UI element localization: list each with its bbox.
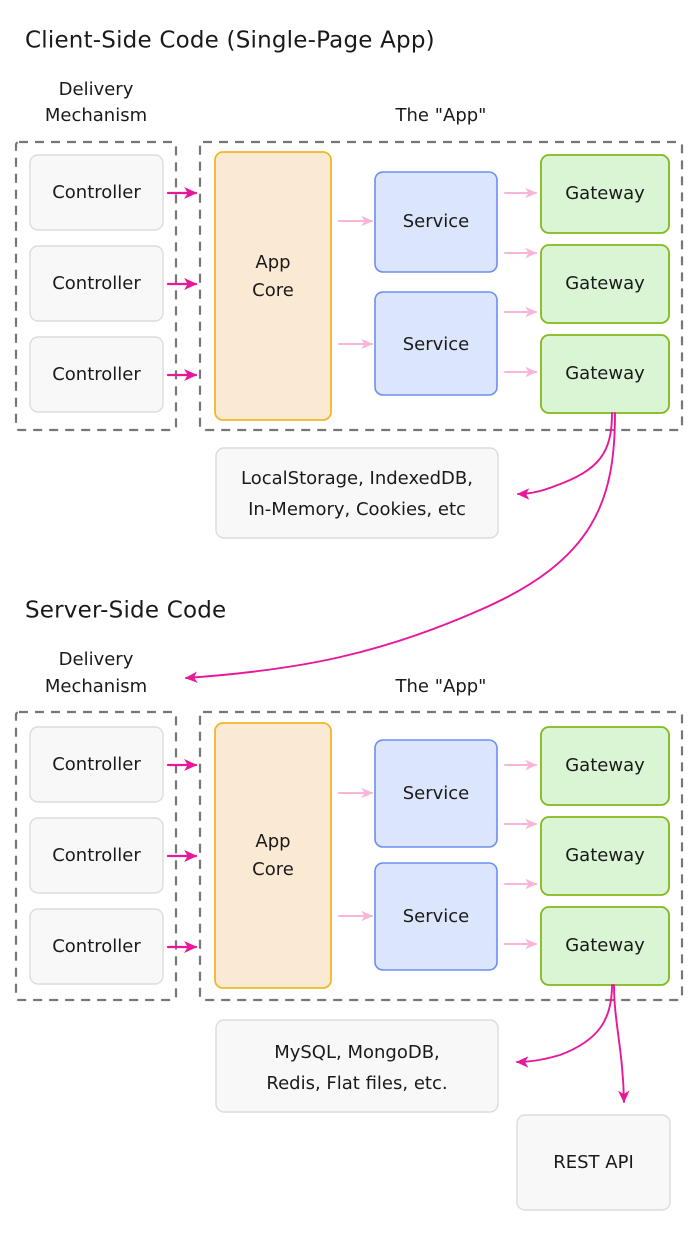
gateway-box[interactable] — [540, 726, 670, 806]
service-label: Service — [403, 334, 470, 355]
gateway-box[interactable] — [540, 154, 670, 234]
controller-label: Controller — [52, 273, 141, 294]
delivery-container-server — [14, 710, 178, 1002]
service-box[interactable] — [374, 291, 498, 396]
arrow-client-to-server-delivery — [184, 412, 616, 683]
delivery-label-server-line1: Delivery — [59, 649, 134, 670]
delivery-container-client — [14, 140, 178, 432]
service-box[interactable] — [374, 862, 498, 971]
gateway-label: Gateway — [565, 183, 645, 204]
controller-box[interactable] — [29, 336, 164, 413]
app-core-box[interactable] — [214, 722, 332, 989]
section-title-client: Client-Side Code (Single-Page App) — [25, 28, 435, 54]
client-storage-label-line1: LocalStorage, IndexedDB, — [241, 468, 473, 489]
controller-label: Controller — [52, 754, 141, 775]
server-storage-label-line2: Redis, Flat files, etc. — [266, 1073, 447, 1094]
app-core-box[interactable] — [214, 151, 332, 421]
arrow-gateway-to-client-storage — [516, 412, 613, 500]
gateway-box[interactable] — [540, 906, 670, 986]
delivery-label-client-line1: Delivery — [59, 79, 134, 100]
service-label: Service — [403, 783, 470, 804]
controller-label: Controller — [52, 364, 141, 385]
service-box[interactable] — [374, 171, 498, 273]
gateway-label: Gateway — [565, 755, 645, 776]
delivery-label-server-line2: Mechanism — [45, 676, 147, 697]
app-core-label-line2: Core — [252, 280, 294, 301]
app-core-label-line2: Core — [252, 859, 294, 880]
gateway-label: Gateway — [565, 363, 645, 384]
rest-api-label: REST API — [553, 1152, 634, 1173]
gateway-label: Gateway — [565, 935, 645, 956]
controller-label: Controller — [52, 845, 141, 866]
app-core-label-line1: App — [255, 252, 290, 273]
controller-label: Controller — [52, 936, 141, 957]
gateway-label: Gateway — [565, 845, 645, 866]
controller-box[interactable] — [29, 817, 164, 894]
gateway-label: Gateway — [565, 273, 645, 294]
controller-box[interactable] — [29, 908, 164, 985]
app-label-client: The "App" — [395, 105, 487, 126]
delivery-label-client-line2: Mechanism — [45, 105, 147, 126]
service-label: Service — [403, 211, 470, 232]
client-storage-box[interactable] — [215, 447, 499, 539]
client-storage-label-line2: In-Memory, Cookies, etc — [248, 499, 466, 520]
app-core-label-line1: App — [255, 831, 290, 852]
arrow-gateway-to-server-storage — [515, 984, 613, 1068]
server-storage-box[interactable] — [215, 1019, 499, 1113]
gateway-box[interactable] — [540, 334, 670, 414]
arrow-gateway-to-rest-api — [613, 984, 630, 1104]
controller-box[interactable] — [29, 726, 164, 803]
server-storage-label-line1: MySQL, MongoDB, — [274, 1042, 440, 1063]
controller-box[interactable] — [29, 245, 164, 322]
service-label: Service — [403, 906, 470, 927]
controller-label: Controller — [52, 182, 141, 203]
rest-api-box[interactable] — [516, 1114, 671, 1211]
controller-box[interactable] — [29, 154, 164, 231]
app-label-server: The "App" — [395, 676, 487, 697]
gateway-box[interactable] — [540, 816, 670, 896]
section-title-server: Server-Side Code — [25, 598, 226, 624]
gateway-box[interactable] — [540, 244, 670, 324]
service-box[interactable] — [374, 739, 498, 848]
